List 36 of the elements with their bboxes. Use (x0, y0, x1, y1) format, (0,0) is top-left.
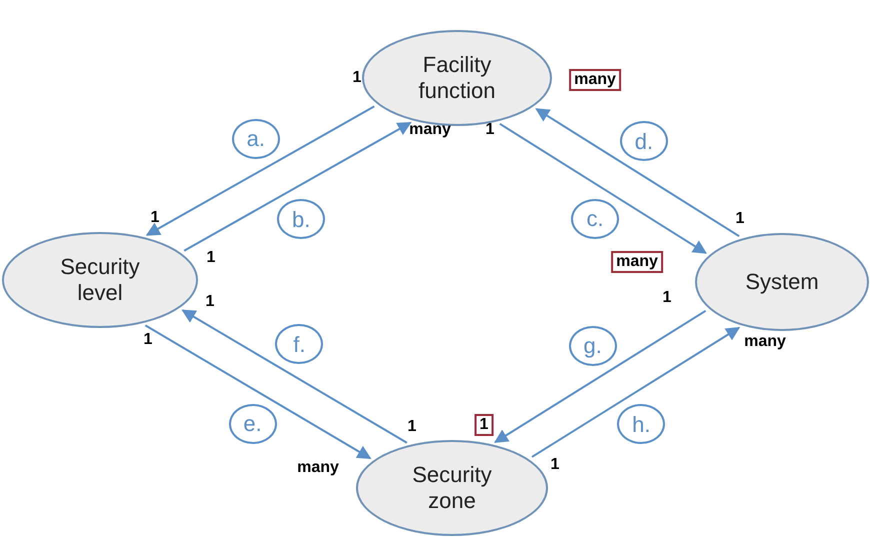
boxed-cardinality: many (611, 251, 663, 273)
cardinality-label: 1 (150, 209, 160, 227)
node-label: Facility function (417, 52, 497, 104)
node-label: Security zone (411, 462, 493, 514)
arrow (144, 324, 372, 460)
cardinality-label: 1 (408, 418, 416, 436)
cardinality-label: 1 (206, 293, 214, 311)
edge-label: g. (568, 326, 617, 366)
cardinality-label: many (297, 459, 339, 477)
edge-label: a. (232, 118, 280, 159)
cardinality-label: 1 (144, 331, 152, 349)
arrow (531, 326, 740, 458)
edge-label: f. (275, 324, 324, 364)
edge-label: c. (571, 198, 620, 239)
arrow (146, 106, 375, 236)
cardinality-label: many (744, 333, 786, 351)
arrow (494, 310, 706, 444)
boxed-cardinality: 1 (474, 414, 494, 436)
arrow (184, 122, 412, 252)
arrow (181, 309, 408, 444)
boxed-cardinality: many (569, 69, 621, 91)
cardinality-label: 1 (206, 249, 216, 267)
cardinality-label: 1 (352, 69, 362, 87)
node-label: Security level (59, 254, 141, 306)
edge-label: b. (277, 199, 326, 240)
node-label: System (745, 269, 819, 295)
cardinality-label: 1 (736, 210, 744, 228)
cardinality-label: many (409, 121, 451, 139)
edge-label: e. (228, 404, 277, 444)
edge-label: h. (617, 404, 666, 444)
cardinality-label: 1 (486, 121, 494, 139)
cardinality-label: 1 (662, 289, 672, 307)
cardinality-label: 1 (550, 456, 560, 474)
arrow (535, 108, 740, 238)
arrow (499, 122, 707, 254)
edge-label: d. (620, 121, 668, 162)
